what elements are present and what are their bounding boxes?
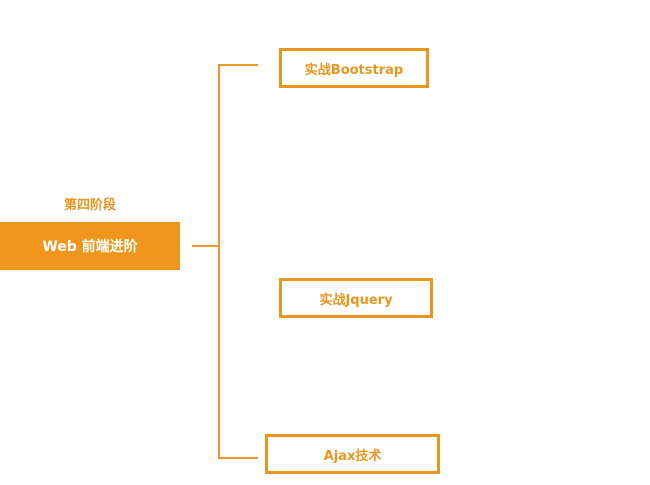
connector-main: [192, 245, 220, 247]
branch-node-label: 实战Bootstrap: [304, 62, 404, 78]
connector-branch-1: [218, 64, 258, 66]
main-node-label: Web 前端进阶: [42, 239, 138, 255]
connector-branch-3: [218, 457, 258, 459]
branch-node-ajax: Ajax技术: [265, 434, 440, 474]
branch-node-jquery: 实战Jquery: [279, 278, 433, 318]
branch-node-bootstrap: 实战Bootstrap: [279, 48, 429, 88]
connector-trunk: [218, 64, 220, 459]
stage-label: 第四阶段: [63, 198, 116, 213]
main-node: Web 前端进阶: [0, 222, 180, 270]
branch-node-label: 实战Jquery: [319, 292, 393, 308]
branch-node-label: Ajax技术: [323, 448, 382, 464]
